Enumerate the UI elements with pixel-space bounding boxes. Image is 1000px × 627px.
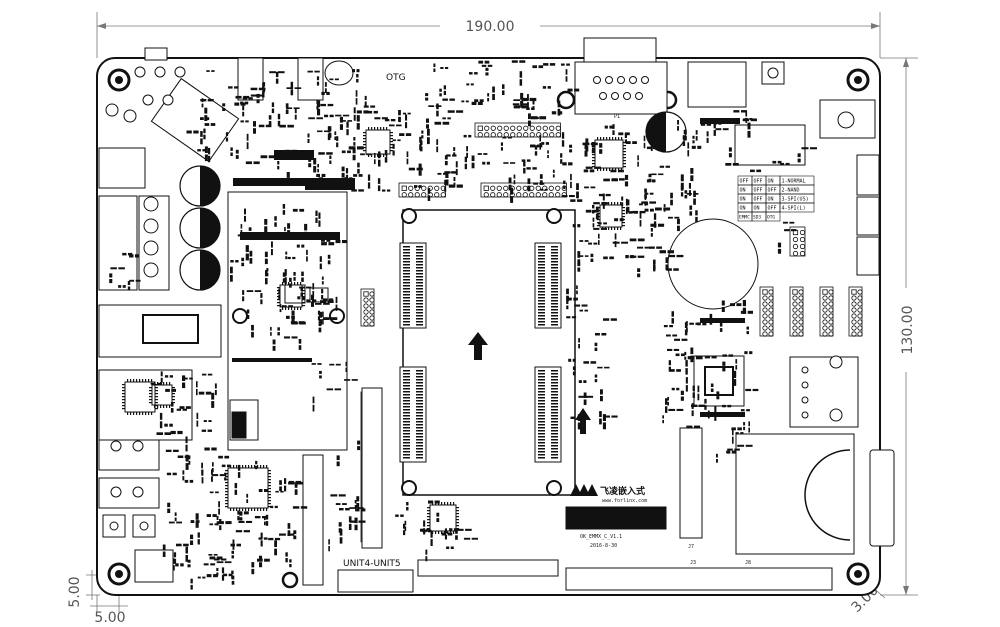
dip-table-footer-cell: EMMC	[739, 215, 750, 221]
j8-label: J8	[745, 560, 751, 566]
mounting-holes	[107, 68, 870, 589]
date-label: 2016-8-30	[590, 543, 617, 549]
j7-label: J7	[688, 544, 694, 550]
right-components	[667, 61, 895, 555]
mounting-hole-bl	[107, 562, 131, 586]
dip-table-cell: 2-NAND	[782, 188, 800, 194]
dip-table-cell: 4-SPI(L)	[782, 206, 806, 212]
electrolytic-capacitors	[179, 111, 687, 291]
dip-table-cell: OFF	[754, 197, 763, 203]
hole-offset-x-label: 5.00	[94, 610, 125, 626]
smd-components	[109, 60, 817, 590]
dip-table-cell: OFF	[754, 188, 763, 194]
width-dimension-label: 190.00	[466, 19, 515, 35]
battery-holder	[667, 218, 759, 310]
top-connectors	[144, 37, 747, 115]
mounting-hole-tr	[846, 68, 870, 92]
hole-offset-y-label: 5.00	[67, 576, 83, 607]
otg-label: OTG	[386, 73, 406, 83]
arrow-up-icon	[468, 332, 488, 360]
dimension-arrows	[97, 23, 909, 595]
dip-table-cell: ON	[768, 197, 774, 203]
core-module-area	[401, 208, 576, 496]
j3-label: J3	[690, 560, 696, 566]
db9-pins	[593, 76, 649, 100]
dimension-lines	[86, 12, 918, 612]
bottom-connectors	[302, 387, 833, 593]
mounting-hole-tl	[107, 68, 131, 92]
dip-table-cell: OFF	[754, 179, 763, 185]
dip-table-cell: ON	[740, 188, 746, 194]
p1-label: P1	[614, 114, 620, 120]
dip-table-cell: 1-NORMAL	[782, 179, 806, 185]
mounting-hole-br	[846, 562, 870, 586]
dip-switch-table: OFF OFF ON 1-NORMAL ON OFF OFF 2-NAND ON OFF ON 3-S…	[737, 175, 815, 222]
dip-table-footer-cell: SD3	[753, 215, 761, 221]
height-dimension-label: 130.00	[900, 306, 916, 355]
dip-table-cell: ON	[740, 206, 746, 212]
dip-table-cell: OFF	[768, 206, 777, 212]
brand-url-label: www.forlinx.com	[602, 498, 647, 504]
dip-table-cell: OFF	[768, 188, 777, 194]
dip-table-footer-cell: OTG	[767, 215, 775, 221]
dip-table-cell: OFF	[740, 179, 749, 185]
version-label: OK_EMMX_C_V1.1	[580, 534, 622, 540]
left-round-parts	[105, 66, 186, 531]
dip-table-cell: ON	[754, 206, 760, 212]
dip-table-cell: 3-SPI(US)	[782, 197, 809, 203]
unit-label: UNIT4-UNIT5	[343, 559, 401, 569]
dip-table-cell: ON	[768, 179, 774, 185]
brand-cn-label: 飞凌嵌入式	[600, 485, 645, 497]
db9-connector-top	[583, 37, 657, 63]
brand-logo: 飞凌嵌入式 www.forlinx.com	[570, 484, 647, 504]
wifi-module-area	[227, 191, 348, 451]
dip-table-cell: ON	[740, 197, 746, 203]
b2b-connector-pins	[403, 246, 558, 459]
